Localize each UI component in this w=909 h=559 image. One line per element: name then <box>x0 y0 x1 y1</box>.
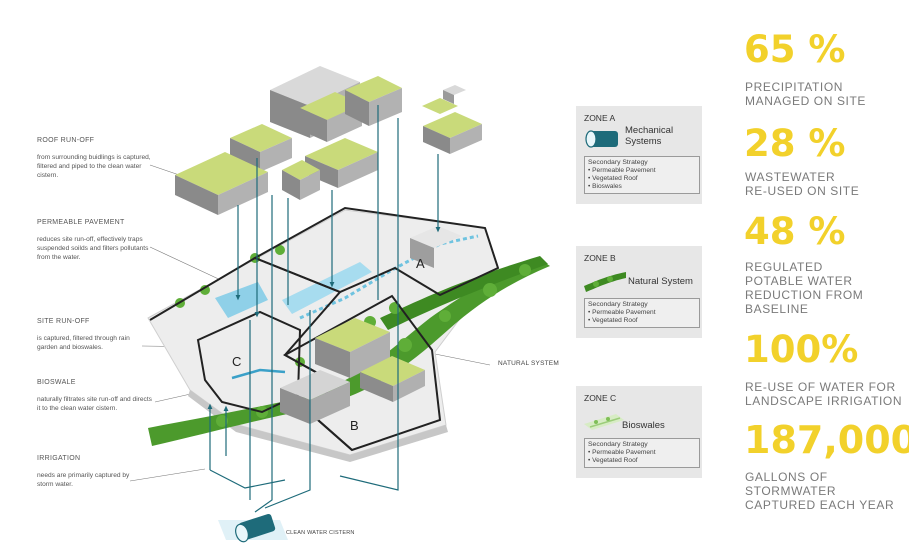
stat-description: GALLONS OF STORMWATER CAPTURED EACH YEAR <box>745 470 895 512</box>
strategy-header: Secondary Strategy <box>588 441 648 448</box>
building-8 <box>422 85 482 154</box>
water-paths <box>215 234 479 380</box>
annotation-title: PERMEABLE PAVEMENT <box>37 219 125 226</box>
cistern-icon <box>585 130 618 148</box>
zone-b-card: ZONE B Natural System Secondary Strategy… <box>576 246 702 338</box>
building-5 <box>175 152 268 215</box>
stat-value: 100% <box>744 328 859 371</box>
strategy-item: • Bioswales <box>588 183 622 190</box>
zone-title: ZONE C <box>584 393 617 403</box>
stat-value: 28 % <box>744 122 846 165</box>
bioswale-icon <box>584 414 624 430</box>
cistern-label: CLEAN WATER CISTERN <box>286 530 355 536</box>
zone-title: ZONE A <box>584 113 616 123</box>
building-6 <box>305 138 378 188</box>
zone-b-label: B <box>350 418 359 433</box>
strategy-header: Secondary Strategy <box>588 301 648 308</box>
stat-value: 65 % <box>744 28 846 71</box>
strategy-item: • Permeable Pavement <box>588 167 656 174</box>
zone-title: ZONE B <box>584 253 616 263</box>
stat-description: REGULATED POTABLE WATER REDUCTION FROM B… <box>745 260 864 316</box>
stat-description: PRECIPITATION MANAGED ON SITE <box>745 80 867 108</box>
cistern-icon <box>218 513 288 543</box>
stat-value: 48 % <box>744 210 846 253</box>
annotation-body: needs are primarily captured by storm wa… <box>37 472 130 488</box>
building-3 <box>345 76 402 126</box>
annotation-title: SITE RUN-OFF <box>37 318 90 325</box>
annotation-body: naturally filtrates site run-off and dir… <box>37 396 152 412</box>
stat-description: RE-USE OF WATER FOR LANDSCAPE IRRIGATION <box>745 380 903 408</box>
strategy-item: • Vegetated Roof <box>588 457 638 464</box>
ground-edge-shadow <box>188 390 448 462</box>
natural-system-band <box>380 256 548 330</box>
bioswale-band <box>148 258 550 446</box>
annotation-title: ROOF RUN-OFF <box>37 137 95 144</box>
zone-a-label: A <box>416 256 425 271</box>
building-7 <box>282 160 320 200</box>
strategy-item: • Vegetated Roof <box>588 317 638 324</box>
zone-a-outline <box>252 206 500 297</box>
zone-strategy-box: Secondary Strategy • Permeable Pavement … <box>584 298 700 328</box>
annotation-body: is captured, filtered through rain garde… <box>37 335 130 351</box>
annotation-title: IRRIGATION <box>37 455 81 462</box>
zone-system-label: Bioswales <box>622 420 665 431</box>
annotation-body: reduces site run-off, effectively traps … <box>37 236 149 261</box>
zone-c-label: C <box>232 354 241 369</box>
rainwater-pipes <box>207 105 441 513</box>
zone-a-card: ZONE A Mechanical Systems Secondary Stra… <box>576 106 702 204</box>
zone-strategy-box: Secondary Strategy • Permeable Pavement … <box>584 438 700 468</box>
zone-c-card: ZONE C Bioswales Secondary Strategy • Pe… <box>576 386 702 478</box>
strategy-item: • Permeable Pavement <box>588 309 656 316</box>
site-buildings <box>280 226 462 424</box>
annotation-title: BIOSWALE <box>37 379 76 386</box>
zone-system-label: Mechanical Systems <box>625 125 674 147</box>
zone-system-label: Natural System <box>628 276 693 287</box>
natural-system-icon <box>584 272 626 292</box>
annotation-body: from surrounding buidlings is captured, … <box>37 154 151 179</box>
building-4 <box>230 124 292 172</box>
strategy-item: • Permeable Pavement <box>588 449 656 456</box>
zone-strategy-box: Secondary Strategy • Permeable Pavement … <box>584 156 700 194</box>
surrounding-buildings <box>175 66 482 215</box>
stat-value: 187,000 <box>744 418 909 462</box>
natural-system-label: NATURAL SYSTEM <box>498 360 559 367</box>
strategy-item: • Vegetated Roof <box>588 175 638 182</box>
strategy-header: Secondary Strategy <box>588 159 648 166</box>
stat-description: WASTEWATER RE-USED ON SITE <box>745 170 860 198</box>
